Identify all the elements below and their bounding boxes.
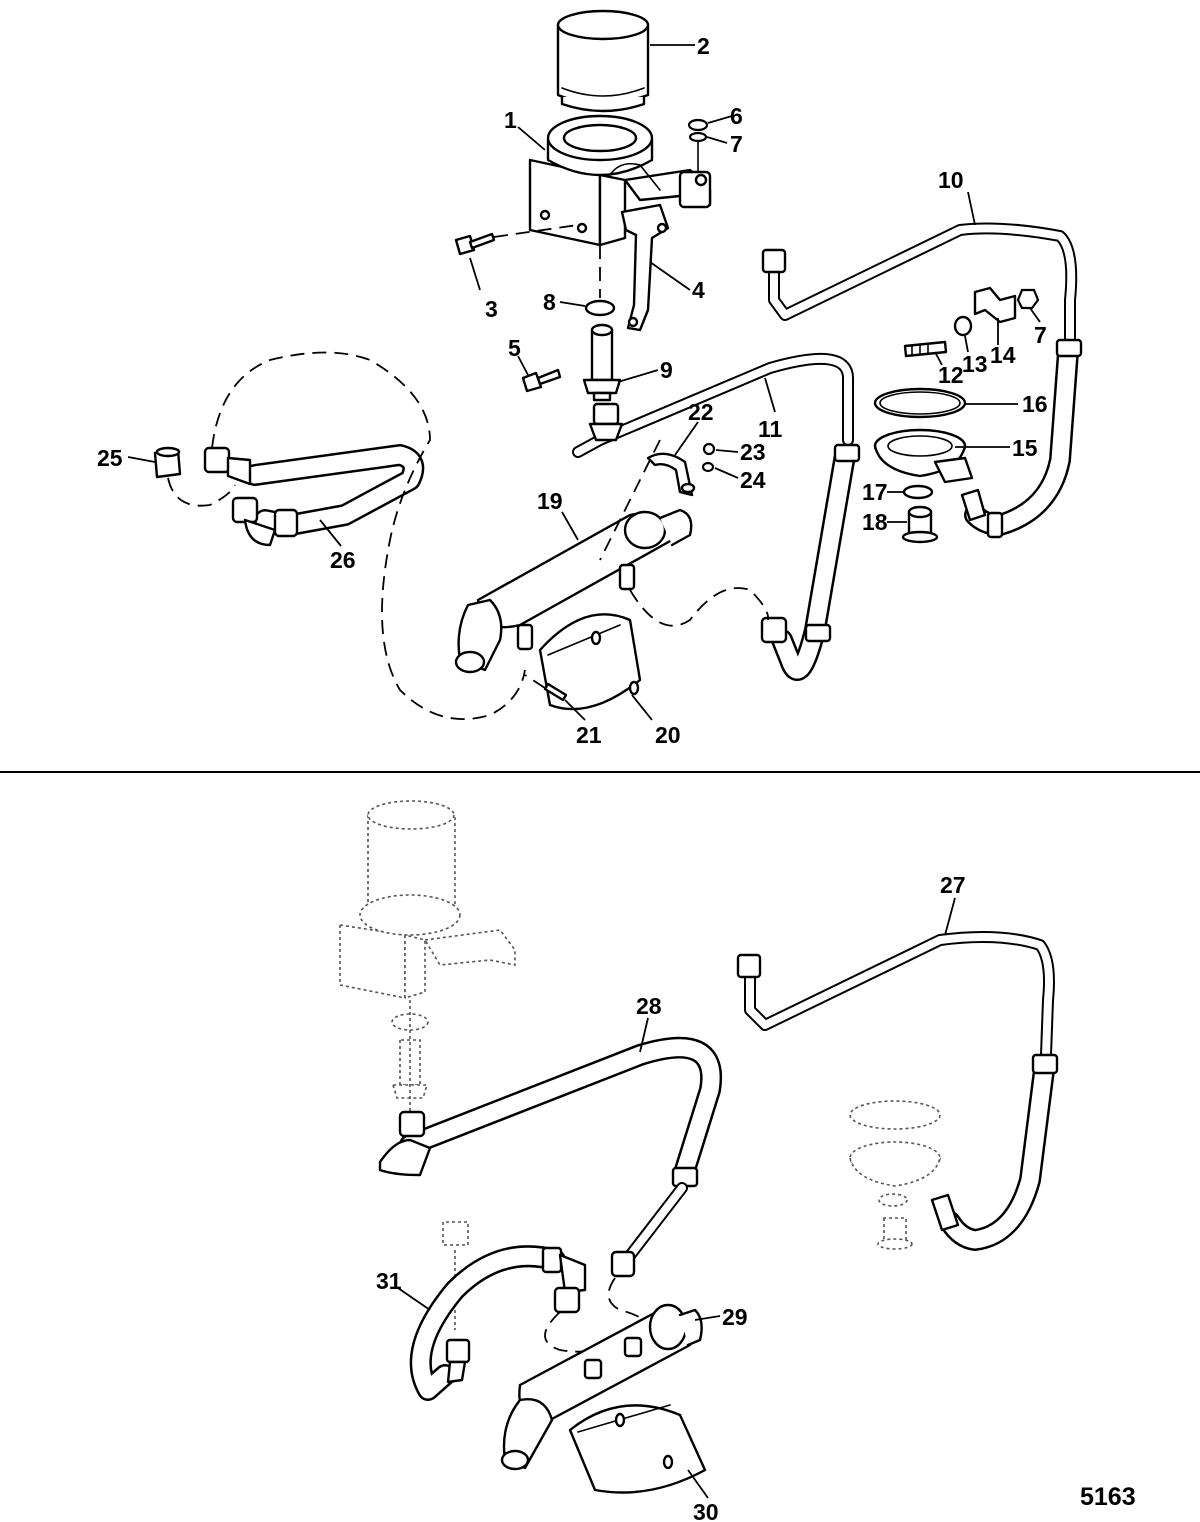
callout-7b: 7 [1034, 322, 1047, 348]
hose-26 [203, 444, 425, 547]
oil-line-28 [378, 1036, 723, 1278]
hose-10-lower [960, 338, 1083, 539]
hose-11-lower [760, 443, 861, 681]
route-dash-b [167, 477, 236, 507]
screw-21 [524, 674, 568, 702]
clamp-14 [973, 286, 1017, 324]
nut-7b [1016, 288, 1040, 310]
callout-3: 3 [485, 296, 498, 322]
o-ring-17 [902, 484, 934, 500]
washer-24 [701, 461, 715, 473]
callout-8: 8 [543, 289, 556, 315]
callout-15: 15 [1012, 435, 1038, 461]
sleeve-18 [901, 505, 939, 544]
callout-9: 9 [660, 357, 673, 383]
callout-10: 10 [938, 167, 964, 193]
callout-4: 4 [692, 277, 705, 303]
stud-12 [903, 340, 948, 358]
route-dash-d [599, 439, 661, 561]
adapter-fitting-9 [582, 323, 622, 402]
callout-22: 22 [688, 399, 714, 425]
ghost-housing [849, 1100, 941, 1250]
upper-view [153, 9, 1083, 720]
fitting-25 [153, 446, 182, 479]
callout-17: 17 [862, 479, 888, 505]
callout-25: 25 [97, 445, 123, 471]
nut-washer-6-7 [687, 118, 709, 173]
figure-number: 5163 [1080, 1483, 1136, 1511]
bracket-strap [620, 203, 670, 332]
nut-23 [702, 442, 716, 456]
clamp-lower-20 [538, 613, 642, 711]
washer-13 [953, 315, 973, 337]
callout-1: 1 [504, 107, 517, 133]
callout-14: 14 [990, 342, 1016, 368]
callout-29: 29 [722, 1304, 748, 1330]
callout-20: 20 [655, 722, 681, 748]
oil-line-27 [736, 930, 1059, 1251]
clamp-upper-22 [646, 452, 696, 497]
oil-line-11 [572, 352, 854, 458]
callout-27: 27 [940, 872, 966, 898]
callout-18: 18 [862, 509, 888, 535]
callout-31: 31 [376, 1268, 402, 1294]
callout-21: 21 [576, 722, 602, 748]
housing-15 [873, 428, 974, 484]
callout-5: 5 [508, 335, 521, 361]
callout-7a: 7 [730, 131, 743, 157]
oil-cooler-19 [454, 508, 693, 674]
callout-12: 12 [938, 362, 964, 388]
gasket-16 [873, 387, 967, 419]
oil-cooler-29 [500, 1303, 703, 1471]
route-dash-a [211, 351, 526, 720]
route-dash-f [607, 1277, 651, 1326]
callout-28: 28 [636, 993, 662, 1019]
leader-lines [127, 44, 1041, 1499]
callout-16: 16 [1022, 391, 1048, 417]
callout-23: 23 [740, 439, 766, 465]
callout-24: 24 [740, 467, 766, 493]
callout-labels: 2 1 6 7 3 4 8 5 9 10 11 12 13 14 7 16 15… [97, 33, 1136, 1522]
callout-6: 6 [730, 103, 743, 129]
oil-filter [556, 9, 650, 113]
clamp-30 [568, 1404, 707, 1494]
lower-view [339, 800, 1059, 1494]
callout-26: 26 [330, 547, 356, 573]
hose-31 [409, 1245, 587, 1401]
callout-30: 30 [693, 1499, 719, 1522]
oil-line-10 [761, 222, 1078, 346]
filter-bracket [528, 114, 712, 247]
ghost-filter-bracket [339, 800, 516, 1125]
callout-11: 11 [758, 416, 783, 442]
callout-13: 13 [962, 351, 988, 377]
callout-2: 2 [697, 33, 710, 59]
callout-19: 19 [537, 488, 563, 514]
route-dash-c [629, 587, 770, 627]
ghost-fitting [442, 1221, 469, 1330]
screw-3 [454, 224, 579, 256]
o-ring-8 [584, 299, 616, 317]
screw-5 [521, 368, 562, 393]
